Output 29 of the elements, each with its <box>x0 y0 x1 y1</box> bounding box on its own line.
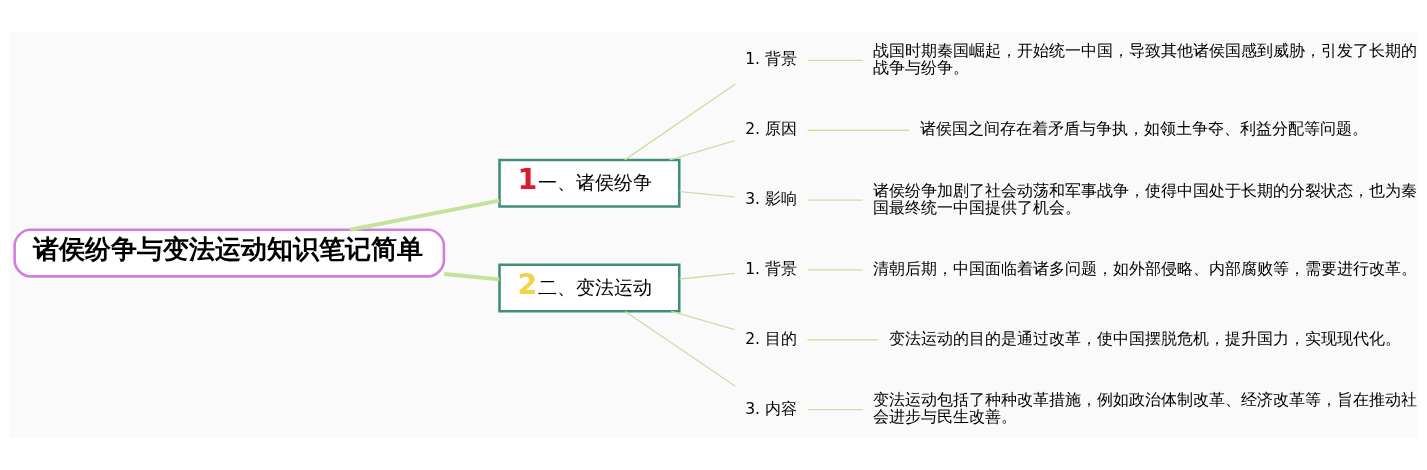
connector <box>669 140 736 161</box>
connector <box>624 310 736 387</box>
node-text: 2. 原因 <box>745 120 797 139</box>
node-box: 2二、变法运动 <box>498 263 681 313</box>
connector <box>679 272 736 280</box>
connector <box>806 59 864 62</box>
node-text: 3. 影响 <box>745 190 797 209</box>
connector <box>806 408 864 411</box>
connector <box>806 269 864 271</box>
node-text: 变法运动的目的是通过改革，使中国摆脱危机，提升国力，实现现代化。 <box>888 329 1401 348</box>
connector <box>806 339 879 341</box>
node-text: 战国时期秦国崛起，开始统一中国，导致其他诸侯国感到威胁，引发了长期的战争与纷争。 <box>873 42 1418 77</box>
node-text: 3. 内容 <box>745 399 797 418</box>
connector <box>679 191 736 198</box>
connector <box>670 310 736 331</box>
node-text: 诸侯纷争加剧了社会动荡和军事战争，使得中国处于长期的分裂状态，也为秦国最终统一中国提供了机会。 <box>873 181 1418 217</box>
connector <box>349 198 500 232</box>
connector <box>444 272 500 282</box>
node-text: 1. 背景 <box>745 50 797 69</box>
connector <box>624 83 737 161</box>
node-text: 1. 背景 <box>745 259 797 278</box>
node-text: 变法运动包括了种种改革措施，例如政治体制改革、经济改革等，旨在推动社会进步与民生改善。 <box>873 391 1418 426</box>
connector <box>806 199 864 201</box>
node-text: 诸侯国之间存在着矛盾与争执，如领土争夺、利益分配等问题。 <box>919 120 1368 139</box>
connector <box>806 129 910 131</box>
node-box: 诸侯纷争与变法运动知识笔记简单 <box>13 228 446 278</box>
node-text: 清朝后期，中国面临着诸多问题，如外部侵略、内部腐败等，需要进行改革。 <box>873 259 1418 278</box>
node-box: 1一、诸侯纷争 <box>498 158 681 208</box>
node-text: 2. 目的 <box>745 329 797 348</box>
